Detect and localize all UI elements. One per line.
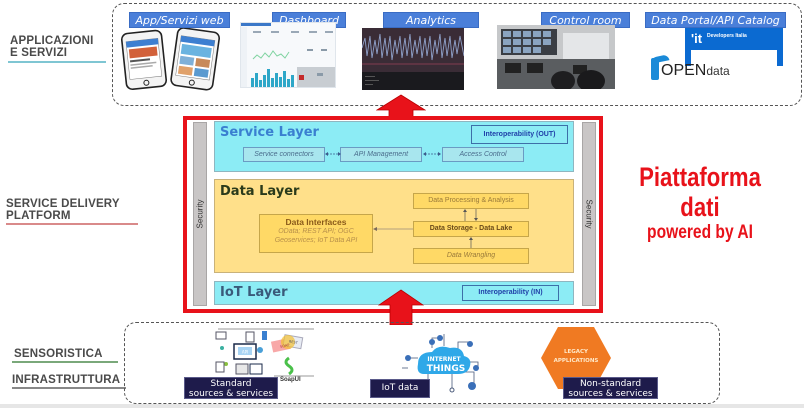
data-portal-label: Data Portal/API Catalog [645, 12, 786, 28]
applications-label-line1: APPLICAZIONI [10, 35, 94, 47]
platform-label: SERVICE DELIVERY PLATFORM [6, 198, 120, 222]
api-management-box: API Management [340, 147, 422, 162]
applications-underline [8, 61, 106, 63]
api-tag: API [242, 350, 248, 355]
soap-tag: SOAP [280, 343, 290, 349]
security-label-right: Security [584, 199, 594, 229]
applications-container [112, 3, 802, 106]
nonstandard-sources-line1: Non-standard [579, 379, 642, 389]
infrastructure-underline [12, 387, 126, 389]
platform-label-line2: PLATFORM [6, 210, 71, 222]
standard-sources-icon: API SOAP REST [210, 326, 320, 378]
opendata-logo-text: OPENdata [661, 62, 730, 80]
control-room-photo-icon [497, 25, 615, 89]
soapui-label: SoapUI [280, 377, 301, 383]
service-layer: Service Layer Interoperability (OUT) Ser… [214, 121, 574, 172]
arrow-wrangling-to-storage [469, 237, 473, 248]
legacy-line2: APPLICATIONS [554, 358, 599, 364]
mobile-devices-icon [118, 28, 222, 92]
data-layer: Data Layer Data Interfaces OData; REST A… [214, 179, 574, 273]
platform-label-line1: SERVICE DELIVERY [6, 198, 120, 210]
internet-of-things-icon: INTERNET THINGS [388, 328, 498, 400]
developers-italia-banner: 'it Developers Italia [685, 28, 783, 66]
it-mark: 'it [691, 31, 703, 46]
sources-container [124, 322, 720, 404]
data-interfaces-line2: Geoservices; IoT Data API [274, 237, 358, 244]
standard-sources-label: Standard sources & services [184, 377, 278, 399]
legacy-line1: LEGACY [564, 349, 589, 355]
data-processing-box: Data Processing & Analysis [413, 193, 529, 209]
arrows-processing-storage [463, 209, 478, 221]
iot-cloud-internet: INTERNET [427, 356, 461, 363]
dashboard-screenshot-icon [240, 22, 336, 88]
security-label-left: Security [195, 199, 205, 229]
sensors-label: SENSORISTICA [14, 348, 103, 360]
arrow-storage-to-interfaces [373, 227, 413, 231]
arrow-up-bottom [377, 289, 425, 326]
interop-out-box: Interoperability (OUT) [471, 125, 568, 144]
opendata-data: data [706, 64, 730, 78]
analytics-label: Analytics [383, 12, 479, 28]
standard-sources-line2: sources & services [188, 389, 274, 399]
opendata-logo-mark [651, 58, 659, 80]
platform-underline [6, 223, 138, 225]
data-interfaces-box: Data Interfaces OData; REST API; OGC Geo… [259, 214, 373, 253]
developers-italia-text: Developers Italia [707, 33, 747, 39]
iot-layer-title: IoT Layer [220, 285, 288, 300]
service-connectors-box: Service connectors [243, 147, 325, 162]
headline-line1: Piattaforma [639, 162, 761, 192]
rest-tag: REST [289, 339, 299, 345]
control-room-label: Control room [541, 12, 630, 28]
nonstandard-sources-line2: sources & services [568, 389, 653, 399]
opendata-open: OPEN [661, 62, 707, 79]
data-interfaces-title: Data Interfaces [285, 217, 347, 227]
iot-cloud-things: THINGS [427, 364, 465, 374]
data-interfaces-line1: OData; REST API; OGC [278, 228, 354, 235]
service-layer-title: Service Layer [220, 125, 319, 140]
security-bar-left: Security [193, 122, 207, 306]
headline-line3: powered by AI [647, 222, 753, 243]
iot-data-label: IoT data [370, 379, 430, 398]
data-layer-title: Data Layer [220, 184, 300, 199]
sensors-underline [12, 361, 118, 363]
applications-label-line2: E SERVIZI [10, 47, 68, 59]
security-bar-right: Security [582, 122, 596, 306]
legacy-applications-hexagon: LEGACY APPLICATIONS [540, 326, 612, 390]
bidirectional-arrow-2 [423, 152, 441, 156]
nonstandard-sources-label: Non-standard sources & services [563, 377, 658, 399]
data-portal-icon: 'it Developers Italia OPENdata [649, 28, 785, 84]
interop-in-box: Interoperability (IN) [462, 285, 559, 301]
platform-headline: Piattaforma dati powered by AI [612, 162, 788, 244]
bidirectional-arrow-1 [325, 152, 341, 156]
standard-sources-line1: Standard [210, 379, 252, 389]
data-storage-box: Data Storage - Data Lake [413, 221, 529, 237]
infrastructure-label: INFRASTRUTTURA [12, 374, 121, 386]
applications-label: APPLICAZIONI E SERVIZI [10, 35, 94, 59]
bottom-strip [0, 404, 804, 408]
app-web-label: App/Servizi web [129, 12, 230, 28]
data-wrangling-box: Data Wrangling [413, 248, 529, 264]
access-control-box: Access Control [442, 147, 524, 162]
analytics-screenshot-icon [362, 28, 464, 90]
headline-line2: dati [680, 192, 720, 222]
